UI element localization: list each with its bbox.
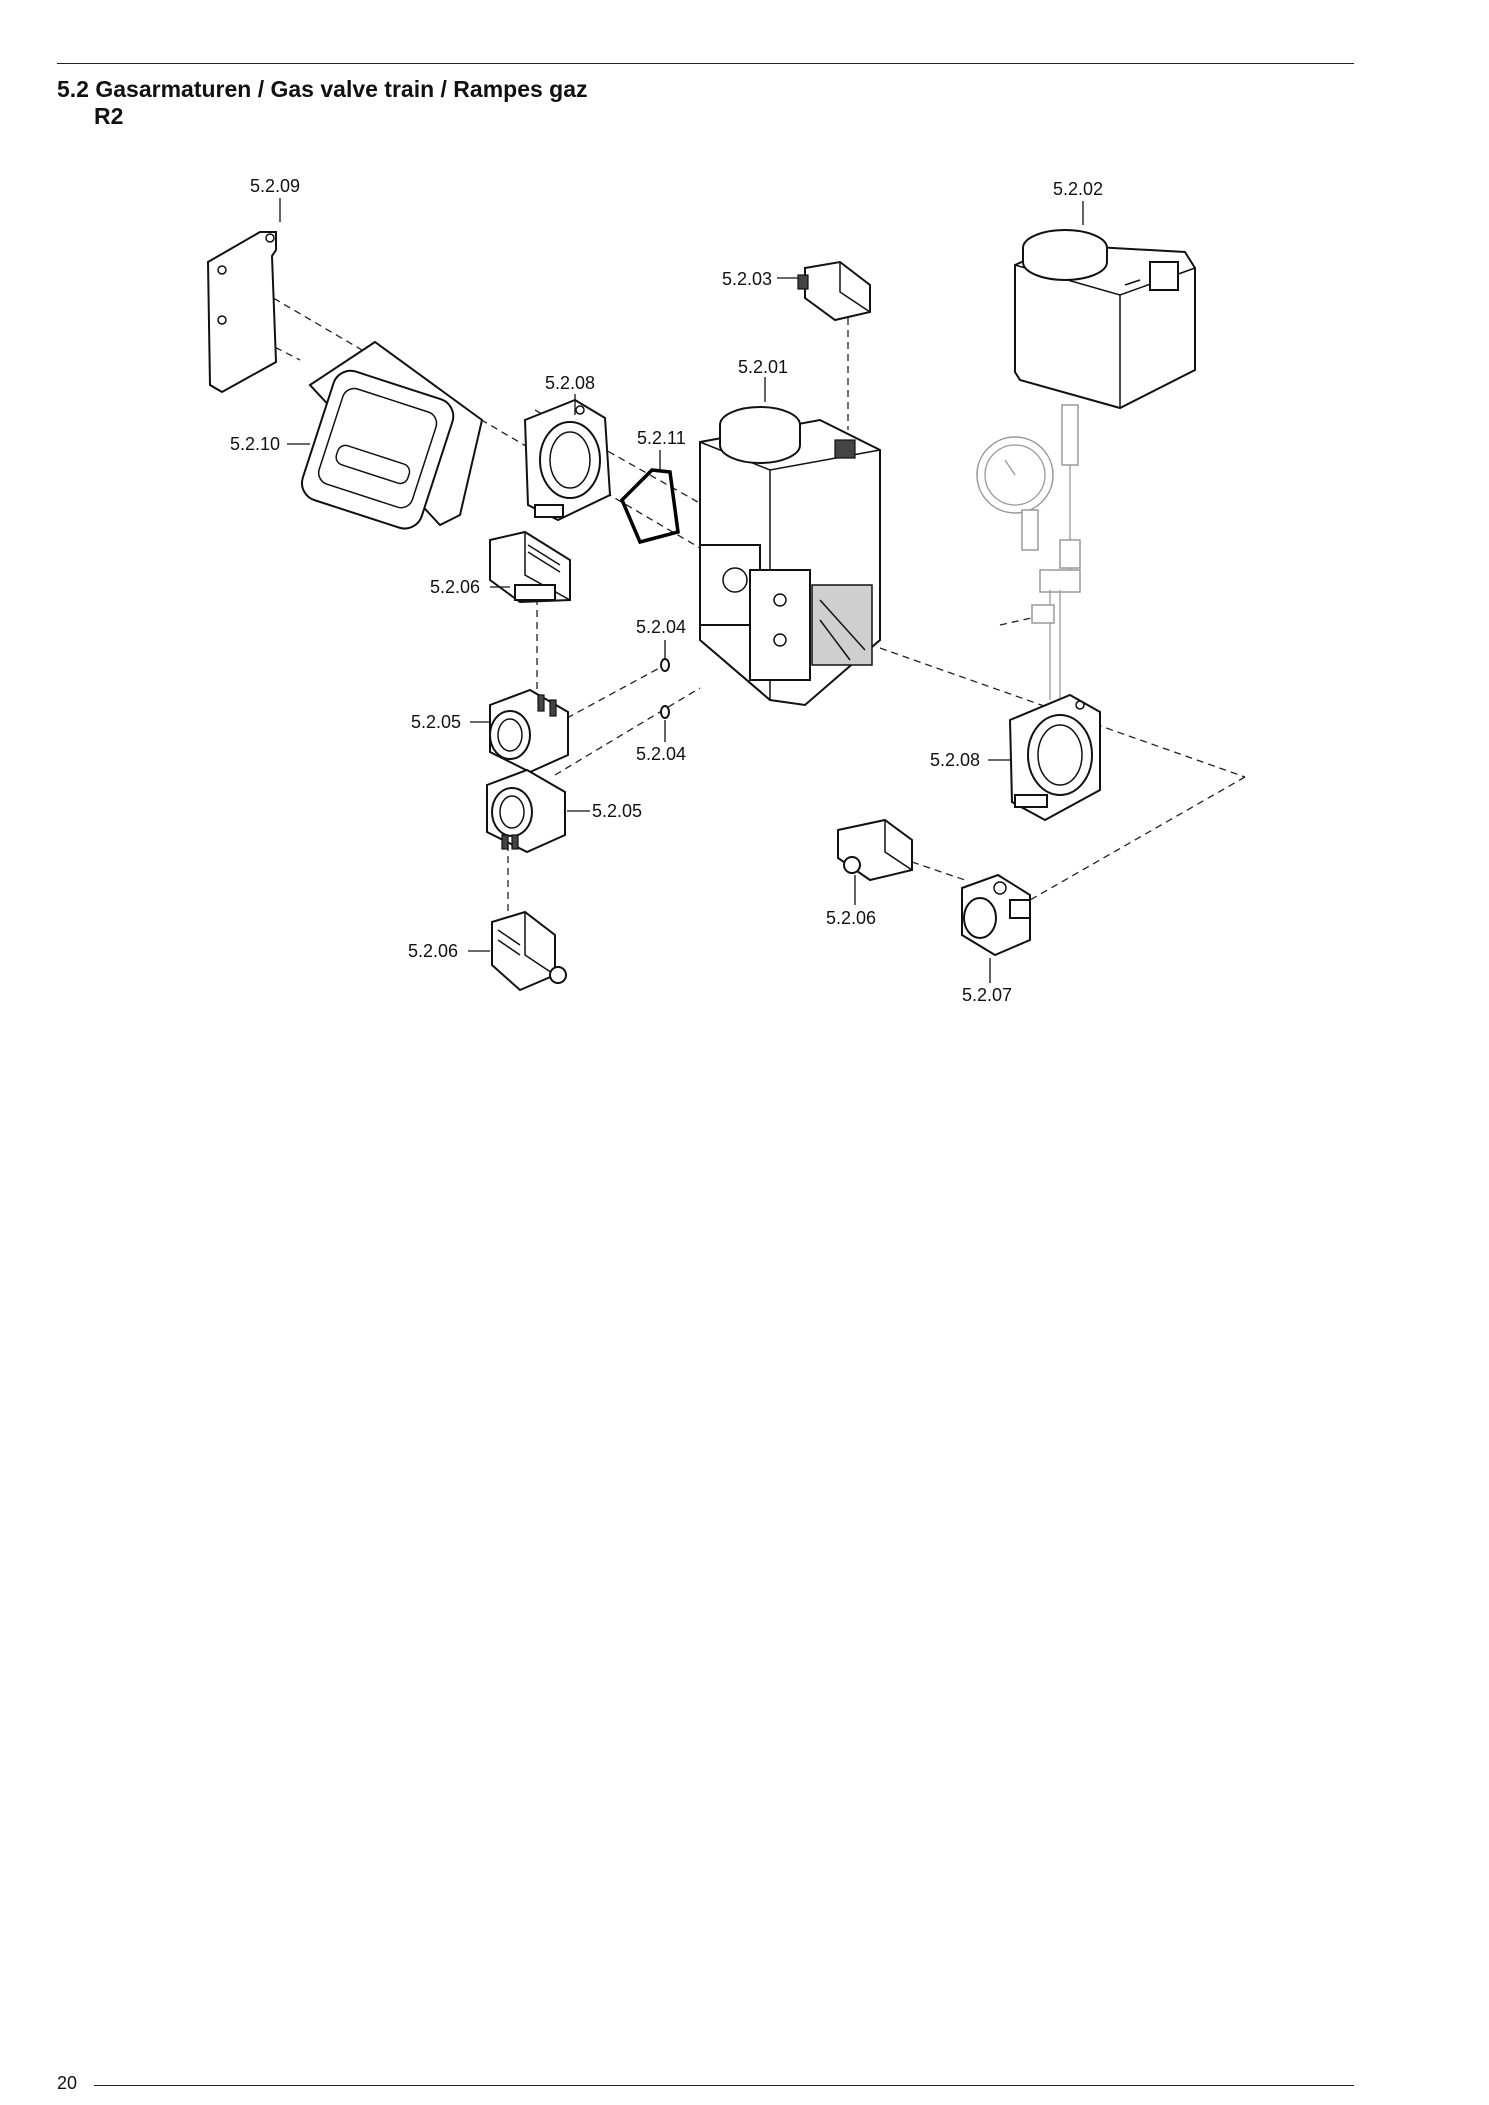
- page-subtitle: R2: [94, 103, 124, 129]
- part-gasket: [619, 468, 680, 545]
- label-5-2-11: 5.2.11: [637, 428, 686, 448]
- label-5-2-04-upper: 5.2.04: [636, 617, 686, 637]
- label-5-2-06-lower: 5.2.06: [408, 941, 458, 961]
- part-connector-top: [797, 260, 871, 322]
- part-gas-valve-body: [699, 406, 881, 707]
- label-5-2-09: 5.2.09: [250, 176, 300, 196]
- label-5-2-03: 5.2.03: [722, 269, 772, 289]
- footer-rule: [94, 2085, 1354, 2086]
- part-plug-upper: [489, 530, 571, 604]
- leader-lines: [279, 198, 1084, 983]
- part-bracket: [206, 231, 278, 394]
- part-plug-right: [837, 818, 913, 882]
- label-5-2-05-upper: 5.2.05: [411, 712, 461, 732]
- label-5-2-01: 5.2.01: [738, 357, 788, 377]
- header-rule: [57, 63, 1354, 64]
- part-coil-lower: [486, 768, 566, 854]
- label-5-2-04-lower: 5.2.04: [636, 744, 686, 764]
- part-flange-lower: [1008, 693, 1101, 822]
- part-labels: 5.2.09 5.2.02 5.2.03 5.2.01 5.2.08 5.2.1…: [230, 176, 1103, 1005]
- page-title: 5.2 Gasarmaturen / Gas valve train / Ram…: [57, 76, 588, 102]
- part-plug-lower: [491, 910, 567, 992]
- label-5-2-02: 5.2.02: [1053, 179, 1103, 199]
- part-pressure-switch: [961, 873, 1031, 957]
- part-actuator-housing: [1014, 229, 1196, 410]
- label-5-2-07: 5.2.07: [962, 985, 1012, 1005]
- page-number: 20: [57, 2073, 78, 2093]
- label-5-2-08-upper: 5.2.08: [545, 373, 595, 393]
- part-flange-upper: [523, 398, 612, 522]
- label-5-2-10: 5.2.10: [230, 434, 280, 454]
- part-coil-upper: [489, 688, 569, 774]
- label-5-2-06-right: 5.2.06: [826, 908, 876, 928]
- label-5-2-08-lower: 5.2.08: [930, 750, 980, 770]
- part-connection-housing: [301, 340, 484, 530]
- part-pressure-gauge-assembly: [976, 404, 1081, 700]
- label-5-2-05-lower: 5.2.05: [592, 801, 642, 821]
- part-o-rings: [660, 658, 670, 719]
- label-5-2-06-upper: 5.2.06: [430, 577, 480, 597]
